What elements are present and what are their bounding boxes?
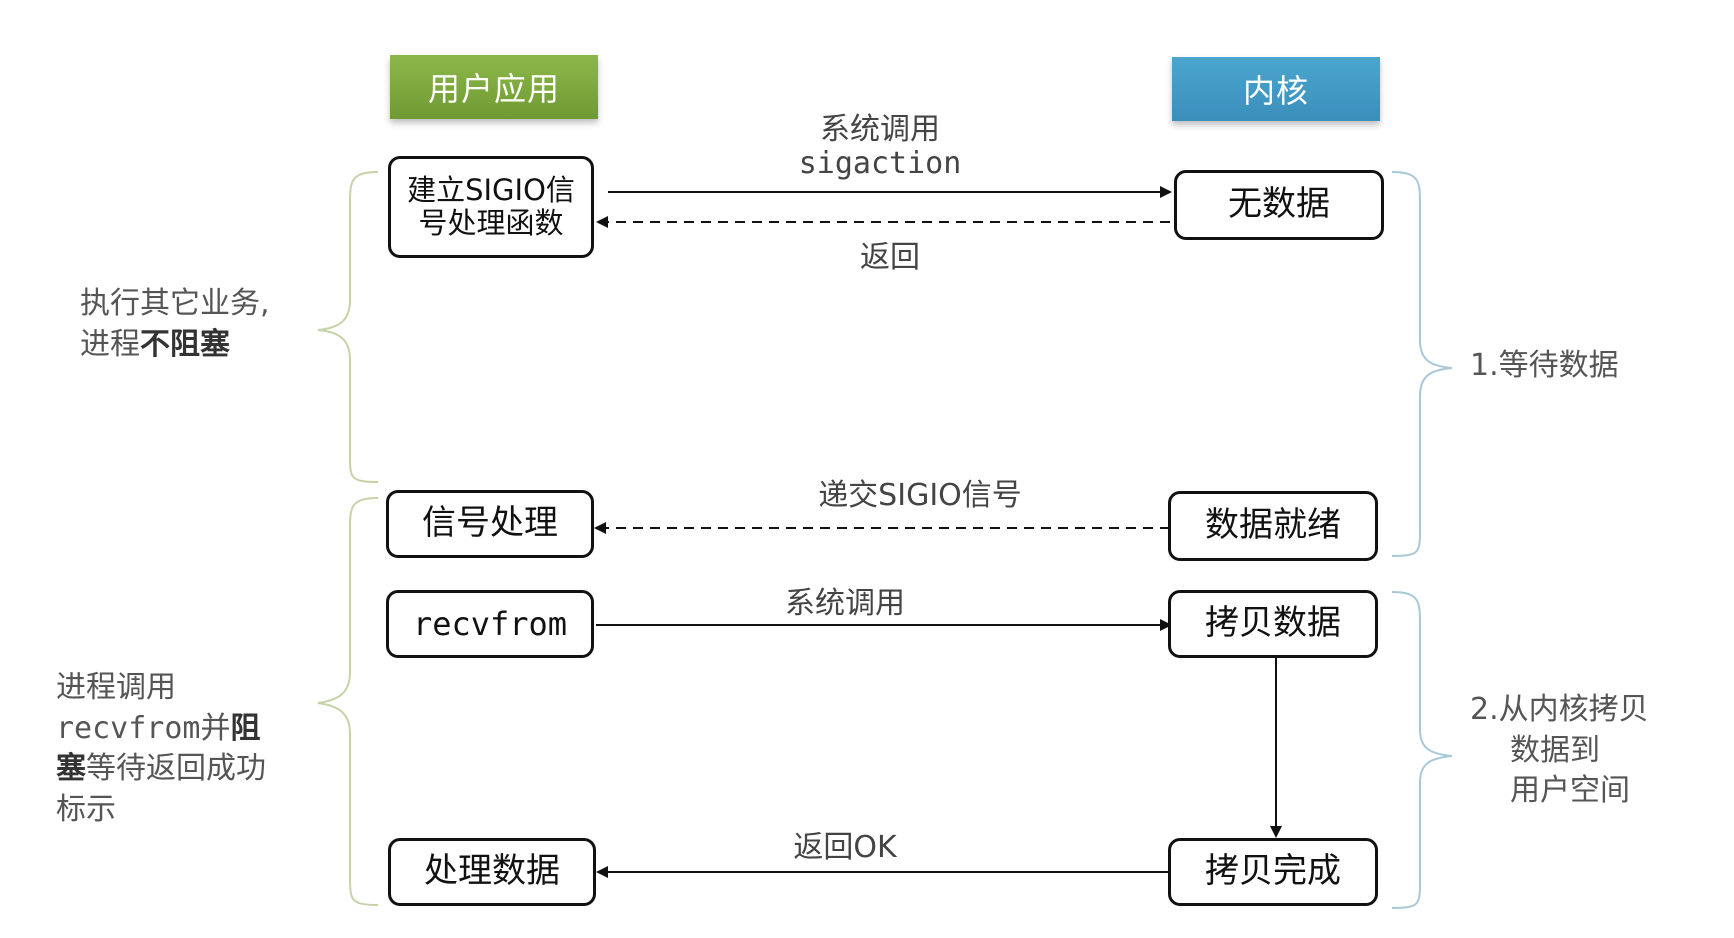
left-note-lower-line2-bold: 阻 — [230, 710, 261, 746]
kernel-header: 内核 — [1172, 57, 1380, 121]
left-note-upper-line1: 执行其它业务, — [80, 286, 270, 321]
left-brace-upper — [317, 171, 379, 483]
signal-handling-box: 信号处理 — [386, 490, 594, 558]
process-data-box: 处理数据 — [388, 838, 596, 906]
syscall-label: 系统调用 — [820, 112, 940, 147]
left-note-upper-line2-bold: 不阻塞 — [140, 326, 230, 362]
left-note-lower-line3-plain: 等待返回成功 — [86, 751, 266, 786]
data-ready-box: 数据就绪 — [1168, 491, 1378, 561]
left-note-lower-line4: 标示 — [56, 791, 116, 827]
right-note-stage2: 2.从内核拷贝 数据到 用户空间 — [1470, 690, 1649, 812]
sigaction-label: sigaction — [798, 146, 962, 181]
left-note-nonblocking: 执行其它业务, 进程不阻塞 — [80, 284, 270, 365]
copy-data-box: 拷贝数据 — [1168, 590, 1378, 658]
recvfrom-box: recvfrom — [386, 590, 594, 658]
right-note-stage2-line3: 用户空间 — [1510, 773, 1630, 808]
user-app-header: 用户应用 — [390, 55, 598, 119]
left-brace-lower — [317, 497, 379, 906]
return-ok-label: 返回OK — [793, 830, 897, 865]
right-note-stage1: 1.等待数据 — [1470, 348, 1619, 383]
setup-handler-line2: 号处理函数 — [418, 206, 564, 240]
return-label: 返回 — [860, 240, 920, 275]
setup-handler-line1: 建立SIGIO信 — [407, 172, 575, 207]
right-note-stage2-line1: 2.从内核拷贝 — [1470, 692, 1649, 727]
right-brace-upper — [1391, 171, 1453, 557]
left-note-blocking: 进程调用 recvfrom并阻 塞等待返回成功 标示 — [56, 668, 266, 830]
left-note-lower-line2-plain: recvfrom并 — [56, 710, 231, 746]
copy-done-box: 拷贝完成 — [1168, 838, 1378, 906]
right-brace-lower — [1391, 591, 1453, 909]
syscall2-label: 系统调用 — [785, 586, 905, 621]
setup-sigio-handler-box: 建立SIGIO信 号处理函数 — [388, 156, 594, 258]
no-data-box: 无数据 — [1174, 170, 1384, 240]
left-note-lower-line3-bold: 塞 — [56, 751, 86, 786]
right-note-stage2-line2: 数据到 — [1510, 732, 1600, 768]
left-note-upper-line2-plain: 进程 — [80, 326, 140, 362]
deliver-sigio-label: 递交SIGIO信号 — [818, 478, 1022, 513]
left-note-lower-line1: 进程调用 — [56, 670, 176, 705]
